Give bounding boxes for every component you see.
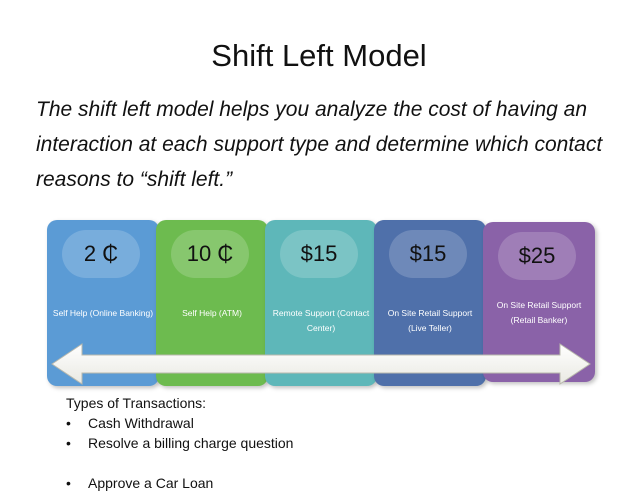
cost-badge: $15 bbox=[280, 230, 358, 278]
slide-subtitle: The shift left model helps you analyze t… bbox=[36, 98, 603, 191]
transaction-types: Types of Transactions: • Cash Withdrawal… bbox=[66, 393, 466, 493]
cost-badge: 2 ₵ bbox=[62, 230, 140, 278]
cost-badge: 10 ₵ bbox=[171, 230, 249, 278]
list-item: • Cash Withdrawal bbox=[66, 413, 466, 433]
transaction-label: Resolve a billing charge question bbox=[88, 435, 294, 451]
transaction-label: Cash Withdrawal bbox=[88, 415, 194, 431]
bullet-icon: • bbox=[66, 435, 71, 451]
support-type-label: On Site Retail Support (Live Teller) bbox=[387, 308, 473, 333]
support-type-label: Self Help (Online Banking) bbox=[52, 308, 154, 318]
transactions-heading: Types of Transactions: bbox=[66, 395, 207, 411]
list-item: • Approve a Car Loan bbox=[66, 473, 466, 493]
bullet-icon: • bbox=[66, 415, 71, 431]
list-item: • Resolve a billing charge question bbox=[66, 433, 466, 453]
slide-title: Shift Left Model bbox=[211, 38, 427, 73]
support-type-label: On Site Retail Support (Retail Banker) bbox=[496, 300, 582, 325]
support-type-label: Self Help (ATM) bbox=[182, 308, 242, 318]
bullet-icon: • bbox=[66, 475, 71, 491]
cost-badge: $25 bbox=[498, 232, 576, 280]
transaction-label: Approve a Car Loan bbox=[88, 475, 214, 491]
support-type-label: Remote Support (Contact Center) bbox=[272, 308, 370, 333]
cost-badge: $15 bbox=[389, 230, 467, 278]
double-arrow-icon bbox=[51, 343, 591, 385]
transaction-list: • Cash Withdrawal • Resolve a billing ch… bbox=[66, 413, 466, 493]
